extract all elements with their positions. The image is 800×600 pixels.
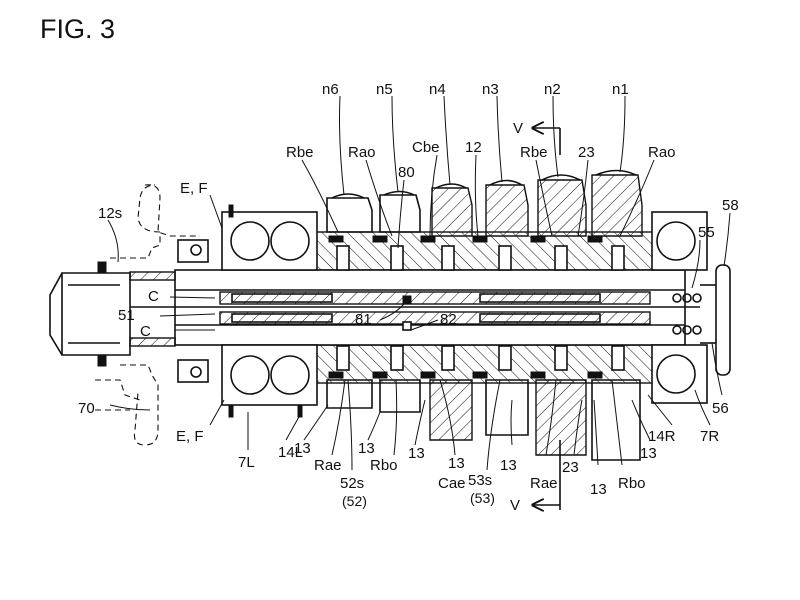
gear-n5-upper [379, 194, 421, 233]
gear-n3-upper [485, 184, 529, 237]
label-rae-left: Rae [314, 457, 342, 474]
label-rae-right: Rae [530, 475, 558, 492]
label-23-top: 23 [578, 144, 595, 161]
label-14r: 14R [648, 428, 676, 445]
left-bearing-7L [221, 204, 318, 418]
gear-n6-upper [326, 197, 373, 233]
gear-lower-3 [429, 379, 473, 441]
label-cae: Cae [438, 475, 466, 492]
left-output-assembly [49, 239, 209, 383]
inner-rod-lower [219, 311, 651, 325]
label-rbo-left: Rbo [370, 457, 398, 474]
label-n3: n3 [482, 81, 499, 98]
label-v-top: V [513, 120, 523, 137]
gear-n1-upper [591, 174, 643, 237]
label-c-top: C [148, 288, 159, 305]
upper-gears [326, 169, 643, 237]
label-13-d: 13 [448, 455, 465, 472]
leader-lines [107, 95, 731, 471]
label-7r: 7R [700, 428, 719, 445]
label-13-a: 13 [294, 440, 311, 457]
label-n1: n1 [612, 81, 629, 98]
label-12: 12 [465, 139, 482, 156]
label-13-c: 13 [408, 445, 425, 462]
label-rbe-right: Rbe [520, 144, 548, 161]
label-c-bottom: C [140, 323, 151, 340]
gear-n2-upper [537, 179, 587, 237]
label-ef-bottom: E, F [176, 428, 204, 445]
label-70: 70 [78, 400, 95, 417]
label-53: (53) [470, 490, 495, 506]
right-bearing-7R [651, 211, 731, 404]
label-12s: 12s [98, 205, 122, 222]
output-housing [61, 272, 131, 356]
gear-lower-2 [379, 379, 421, 413]
label-rao-right: Rao [648, 144, 676, 161]
label-56: 56 [712, 400, 729, 417]
label-52: (52) [342, 493, 367, 509]
label-52s: 52s [340, 475, 364, 492]
pin-82 [402, 321, 412, 331]
shift-lever-58 [715, 264, 731, 376]
gear-lower-6 [591, 379, 641, 461]
label-13-g: 13 [640, 445, 657, 462]
label-n2: n2 [544, 81, 561, 98]
label-80: 80 [398, 164, 415, 181]
label-n5: n5 [376, 81, 393, 98]
label-13-f: 13 [590, 481, 607, 498]
label-rao-left: Rao [348, 144, 376, 161]
figure-title: FIG. 3 [40, 14, 115, 44]
label-55: 55 [698, 224, 715, 241]
label-58: 58 [722, 197, 739, 214]
label-cbe: Cbe [412, 139, 440, 156]
inner-rod-upper [219, 291, 651, 305]
label-ef-top: E, F [180, 180, 208, 197]
label-81: 81 [355, 311, 372, 328]
label-53s: 53s [468, 472, 492, 489]
label-13-e: 13 [500, 457, 517, 474]
label-v-bottom: V [510, 497, 520, 514]
label-82: 82 [440, 311, 457, 328]
label-rbo-right: Rbo [618, 475, 646, 492]
label-7l: 7L [238, 454, 255, 471]
pin-81 [402, 295, 412, 305]
dashed-sprocket-outline [95, 184, 200, 446]
label-13-b: 13 [358, 440, 375, 457]
main-shaft [130, 231, 700, 384]
label-51: 51 [118, 307, 135, 324]
label-23-bottom: 23 [562, 459, 579, 476]
label-rbe-left: Rbe [286, 144, 314, 161]
label-n6: n6 [322, 81, 339, 98]
label-n4: n4 [429, 81, 446, 98]
gear-n4-upper [431, 187, 473, 237]
label-14l: 14L [278, 444, 303, 461]
right-bearing-lower [651, 344, 708, 404]
reference-labels: n6 n5 n4 n3 n2 n1 V Rbe Rao Cbe 12 Rbe 2… [78, 81, 739, 514]
hubs [328, 235, 625, 379]
